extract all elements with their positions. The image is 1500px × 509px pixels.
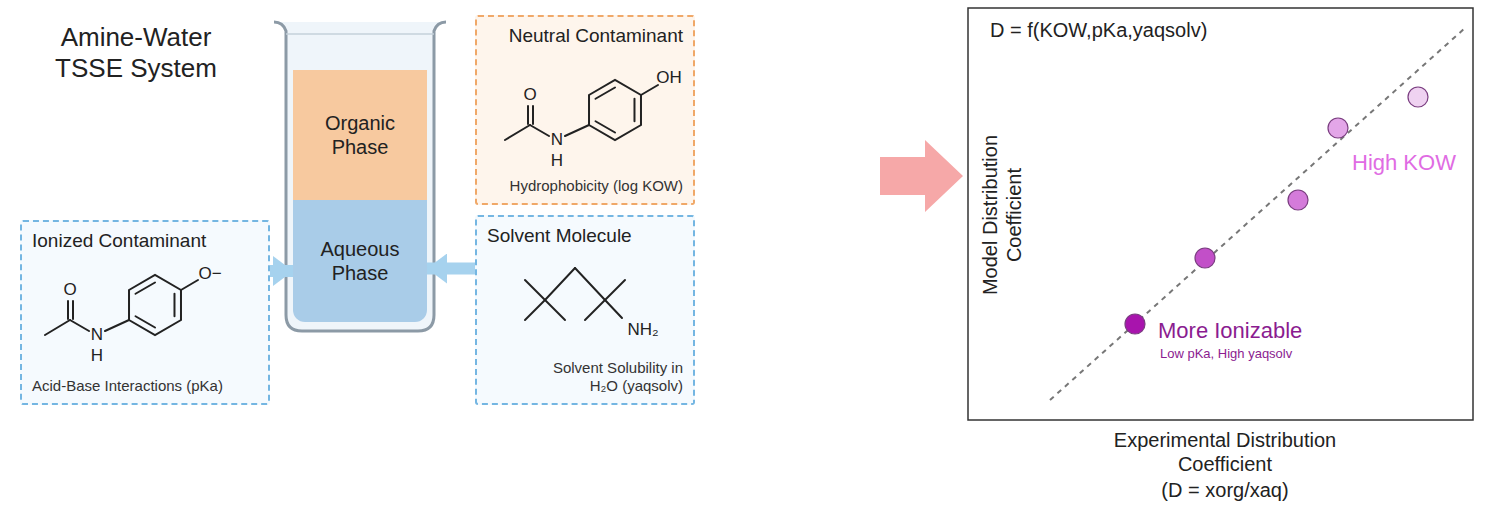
flow-arrow [270,265,293,277]
atom-label: O [523,85,536,105]
benzene-ring [589,80,641,140]
box-fill [475,15,695,205]
bond [565,125,589,136]
box-heading: Solvent Molecule [487,225,632,248]
parity-line [1050,28,1465,400]
bond [605,300,622,318]
flow-arrow [427,263,475,275]
bond [532,106,534,124]
atom-label: OH [656,68,682,88]
bond [72,301,74,319]
box-caption: Hydrophobicity (log KOW) [510,177,683,195]
bond [136,283,155,294]
atom-label: H [551,151,563,171]
data-points [1125,87,1428,334]
bond [596,121,615,132]
box-fill [475,215,695,405]
phase-label: Aqueous Phase [301,237,419,285]
phase-label: Organic Phase [301,111,419,159]
diagram-title: Amine-Water TSSE System [26,22,246,84]
bond [585,300,605,320]
benzene-ring [129,275,181,335]
atom-label: N [551,130,563,150]
model-equation: D = f(KOW,pKa,yaqsolv) [990,18,1207,42]
atom-label: O− [198,264,221,284]
box-heading: Neutral Contaminant [509,25,683,48]
box-fill [20,220,270,405]
atom-label: N [91,325,103,345]
bond [545,268,575,300]
bond [575,268,605,300]
organic-phase: Organic Phase [293,70,427,200]
contaminant-box: Ionized ContaminantAcid-Base Interaction… [20,220,270,405]
box-heading: Ionized Contaminant [32,230,206,253]
axis-label: (D = xorg/xaq) [1161,478,1288,502]
contaminant-box: Neutral ContaminantHydrophobicity (log K… [475,15,695,205]
axis-label: Model Distribution Coefficient [978,115,1026,315]
series-note: Low pKa, High yaqsolv [1160,346,1292,362]
series-label: High KOW [1352,150,1456,176]
bond [525,280,545,300]
aqueous-phase: Aqueous Phase [293,200,427,322]
bond [105,320,129,331]
bond [525,300,545,320]
axis-label: Experimental Distribution Coefficient [1075,428,1375,476]
solvent-box: Solvent MoleculeSolvent Solubility in H₂… [475,215,695,405]
bond [633,99,635,122]
bond [136,316,155,327]
box-caption: Acid-Base Interactions (pKa) [32,377,223,395]
bond [70,320,89,331]
box-caption: Solvent Solubility in H₂O (yaqsolv) [533,359,683,395]
bond [641,85,658,95]
bond [596,88,615,99]
process-arrow [880,140,963,212]
beaker-glass [274,22,446,331]
bond [173,294,175,317]
series-label: More Ionizable [1158,318,1302,344]
bond [67,301,69,319]
atom-label: NH₂ [627,320,658,340]
beaker-rim [286,33,434,35]
bond [545,300,565,320]
bond [527,106,529,124]
bond [605,280,625,300]
bond [45,320,70,335]
bond [505,125,530,140]
chart-frame [968,8,1473,420]
bond [181,280,198,290]
bond [530,125,549,136]
atom-label: O [63,280,76,300]
atom-label: H [91,346,103,366]
